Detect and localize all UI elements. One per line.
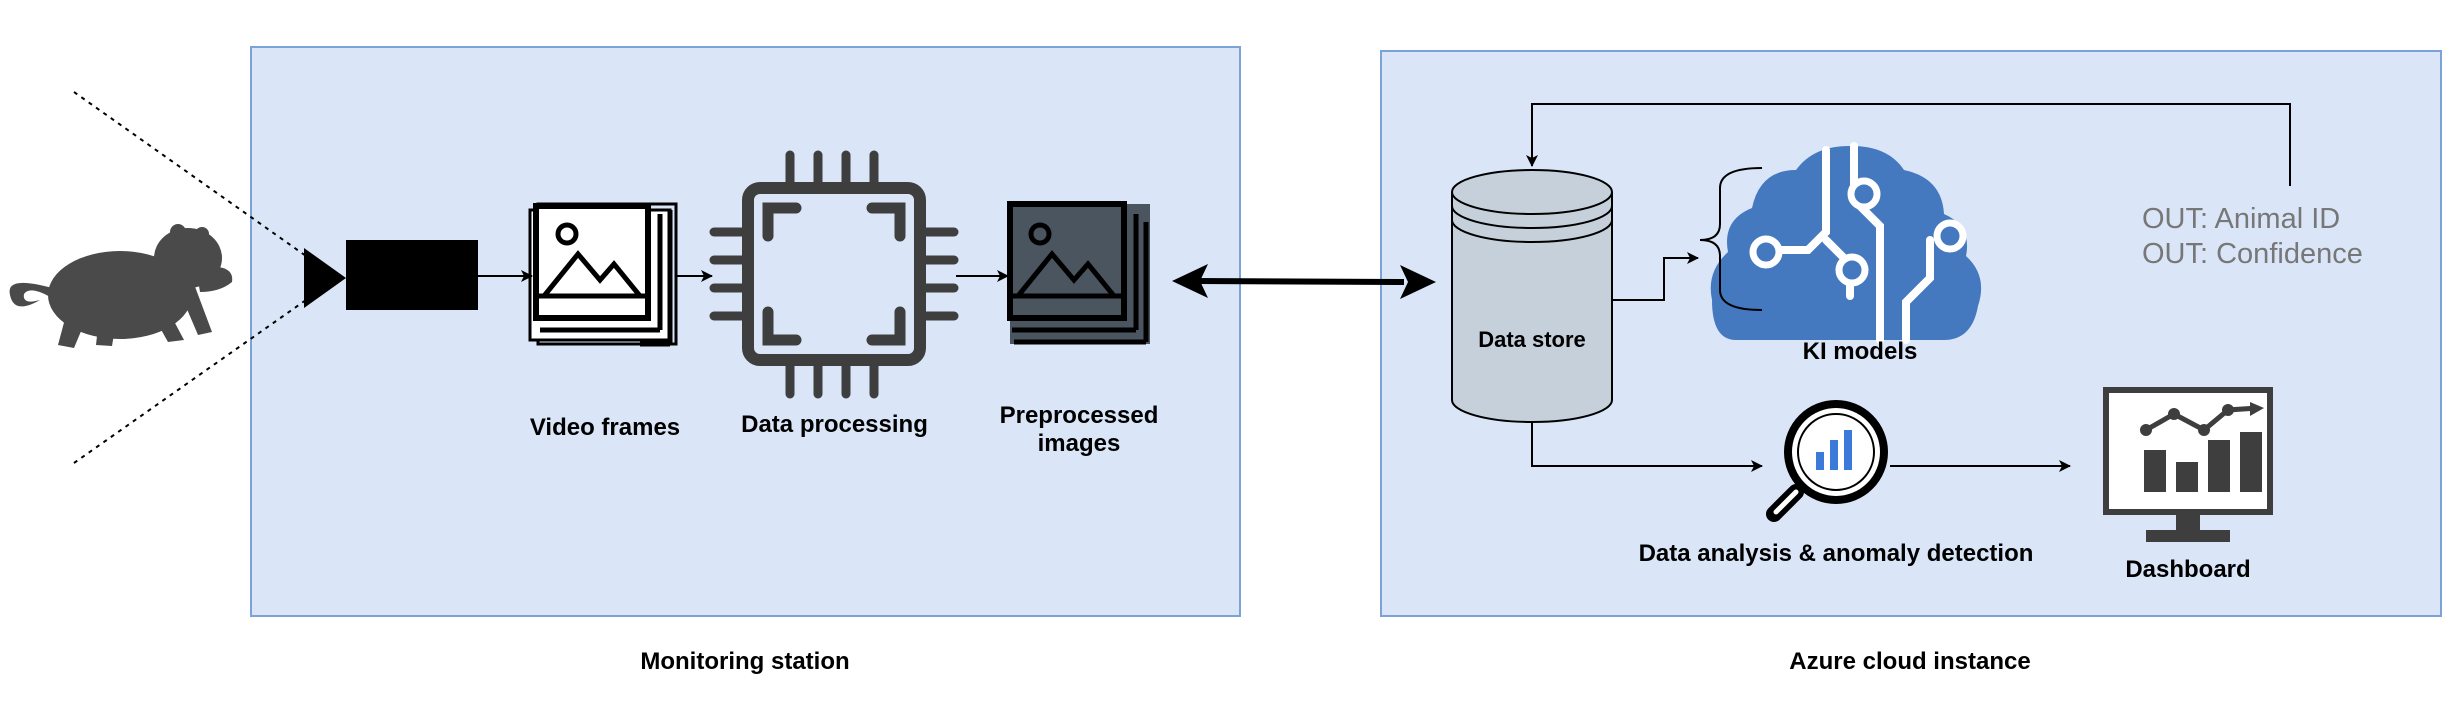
ki-models-label: KI models (1802, 338, 1918, 365)
output-brace (1699, 167, 1763, 311)
preprocessed-image-stack-icon (1007, 201, 1150, 345)
preprocessed-images-label-line1: Preprocessed (999, 402, 1159, 429)
camera-view-line-top (73, 91, 307, 257)
camera-view-line-bottom (73, 299, 307, 464)
video-frames-label: Video frames (529, 414, 681, 441)
output-animal-id: OUT: Animal ID (2142, 203, 2341, 235)
jaguar-icon (9, 224, 233, 348)
output-confidence: OUT: Confidence (2142, 238, 2363, 270)
image-stack-icon (528, 202, 678, 347)
database-icon (1451, 169, 1613, 423)
magnifier-chart-icon (1766, 400, 1888, 522)
data-store-label: Data store (1478, 327, 1586, 352)
monitor-dashboard-icon (2103, 387, 2273, 542)
preprocessed-images-label-line2: images (1037, 430, 1121, 457)
processor-chip-icon (709, 150, 959, 399)
camera-icon (304, 240, 478, 310)
arrow-feedback-to-datastore (1526, 103, 2291, 186)
bidirectional-link-arrow (1172, 264, 1436, 299)
cloud-ai-icon (1710, 142, 1982, 344)
arrow-datastore-to-models (1612, 252, 1699, 301)
data-processing-label: Data processing (741, 411, 928, 438)
dashboard-label: Dashboard (2125, 556, 2251, 583)
azure-cloud-instance-label: Azure cloud instance (1789, 648, 2031, 675)
data-analysis-label: Data analysis & anomaly detection (1638, 540, 2034, 567)
arrow-datastore-to-analysis (1531, 422, 1763, 472)
monitoring-station-label: Monitoring station (640, 648, 850, 675)
